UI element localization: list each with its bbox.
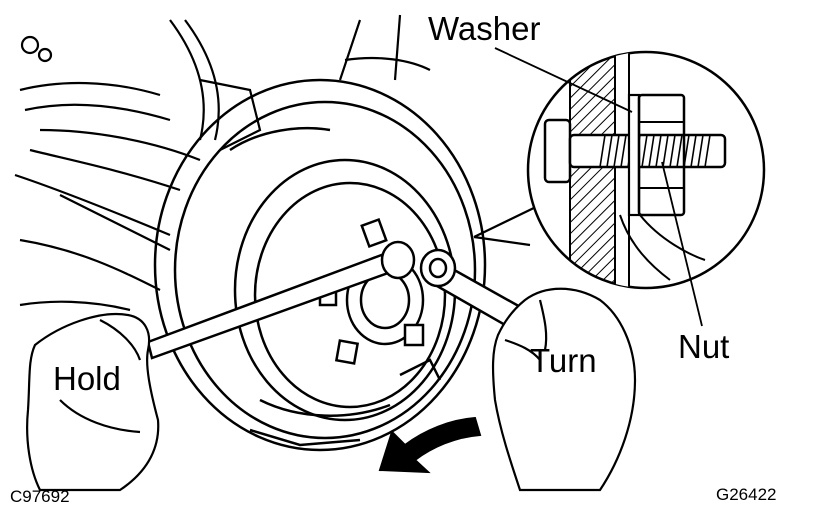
washer-label: Washer (428, 10, 541, 47)
right-hand (491, 287, 637, 492)
backing-plate (153, 78, 487, 452)
hold-label: Hold (53, 360, 121, 397)
nut-label: Nut (678, 328, 730, 365)
detail-view (526, 50, 766, 290)
figure-code-left: C97692 (10, 487, 70, 506)
rotation-arrow-icon (378, 416, 482, 474)
suspension-lines (14, 14, 431, 312)
bolt-head (543, 118, 572, 184)
washer-leader (494, 47, 633, 113)
left-hand (26, 313, 160, 492)
leader-lines (494, 47, 703, 327)
figure-code-right: G26422 (716, 485, 777, 504)
hold-wrench (146, 240, 416, 360)
nut-part (637, 93, 686, 217)
callout-pointer (473, 204, 541, 247)
nut-leader (661, 161, 703, 327)
washer-part (627, 93, 641, 217)
turn-label: Turn (530, 342, 597, 379)
